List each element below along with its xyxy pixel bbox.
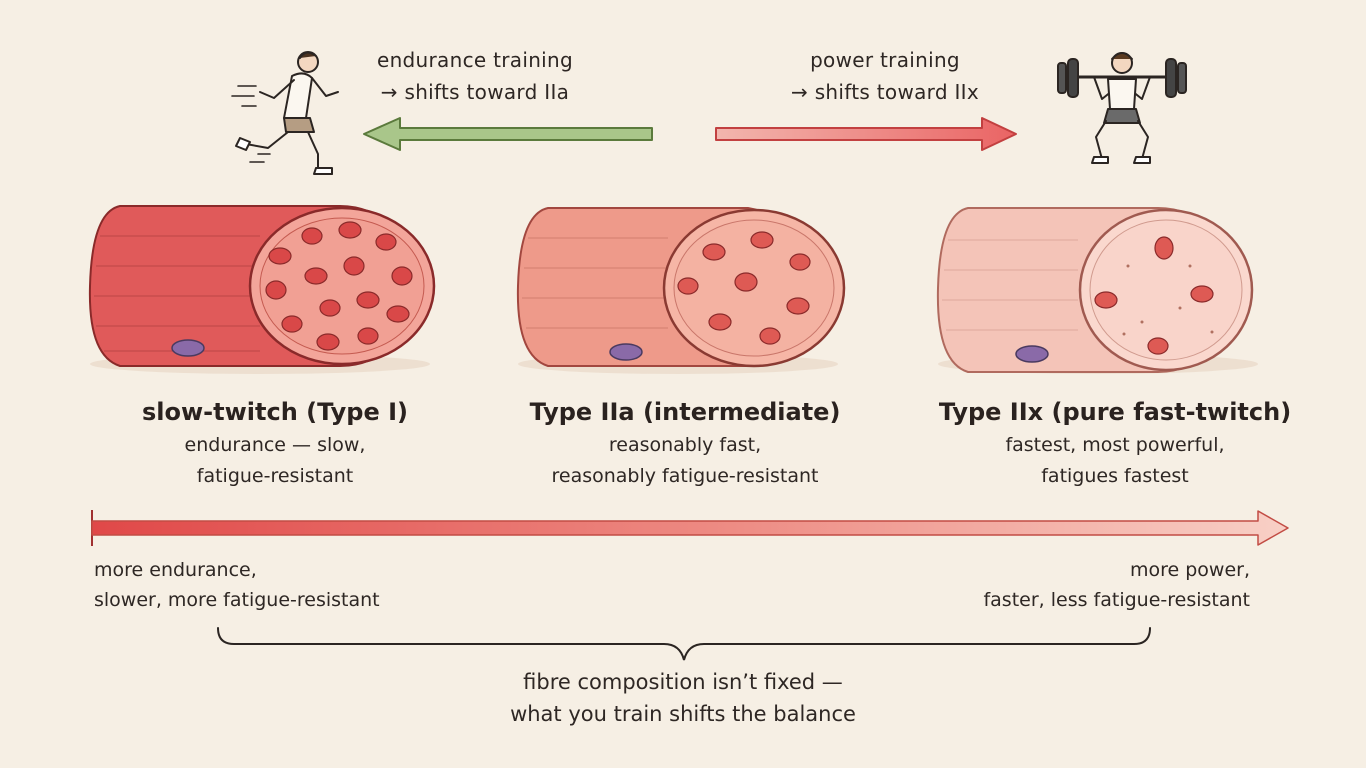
type-i-fibre-illustration bbox=[88, 205, 436, 374]
footer-note: fibre composition isn’t fixed — what you… bbox=[383, 666, 983, 730]
power-training-label: power training → shifts toward IIx bbox=[770, 44, 1000, 108]
spectrum-right-label: more power, faster, less fatigue-resista… bbox=[850, 555, 1250, 615]
summary-brace bbox=[217, 627, 1151, 661]
type-iix-label: Type IIx (pure fast-twitch) fastest, mos… bbox=[925, 398, 1305, 492]
spectrum-right-line1: more power, bbox=[1129, 559, 1250, 581]
spectrum-left-line1: more endurance, bbox=[94, 559, 257, 581]
type-iia-title: Type IIa (intermediate) bbox=[529, 398, 841, 426]
type-iia-fibre-illustration bbox=[516, 207, 846, 374]
runner-icon bbox=[231, 51, 339, 175]
power-shift-arrow bbox=[715, 117, 1017, 151]
footer-line1: fibre composition isn’t fixed — bbox=[523, 670, 843, 694]
type-i-desc-line2: fatigue-resistant bbox=[196, 465, 354, 487]
type-iia-desc-line2: reasonably fatigue-resistant bbox=[551, 465, 819, 487]
spectrum-arrow bbox=[91, 510, 1289, 546]
type-iix-desc-line1: fastest, most powerful, bbox=[1005, 434, 1225, 456]
type-iia-desc-line1: reasonably fast, bbox=[608, 434, 762, 456]
type-iix-fibre-illustration bbox=[936, 207, 1258, 374]
spectrum-right-line2: faster, less fatigue-resistant bbox=[983, 589, 1250, 611]
endurance-training-line1: endurance training bbox=[376, 48, 574, 72]
type-i-title: slow-twitch (Type I) bbox=[142, 398, 408, 426]
type-iia-label: Type IIa (intermediate) reasonably fast,… bbox=[500, 398, 870, 492]
type-iix-title: Type IIx (pure fast-twitch) bbox=[938, 398, 1292, 426]
type-i-desc-line1: endurance — slow, bbox=[184, 434, 366, 456]
footer-line2: what you train shifts the balance bbox=[510, 702, 856, 726]
power-training-line1: power training bbox=[810, 48, 960, 72]
type-iix-desc-line2: fatigues fastest bbox=[1041, 465, 1189, 487]
endurance-training-label: endurance training → shifts toward IIa bbox=[360, 44, 590, 108]
weightlifter-icon bbox=[1057, 52, 1187, 164]
type-i-label: slow-twitch (Type I) endurance — slow, f… bbox=[95, 398, 455, 492]
spectrum-left-line2: slower, more fatigue-resistant bbox=[94, 589, 380, 611]
spectrum-left-label: more endurance, slower, more fatigue-res… bbox=[94, 555, 494, 615]
power-training-line2: → shifts toward IIx bbox=[790, 80, 980, 104]
endurance-shift-arrow bbox=[363, 117, 653, 151]
endurance-training-line2: → shifts toward IIa bbox=[380, 80, 570, 104]
